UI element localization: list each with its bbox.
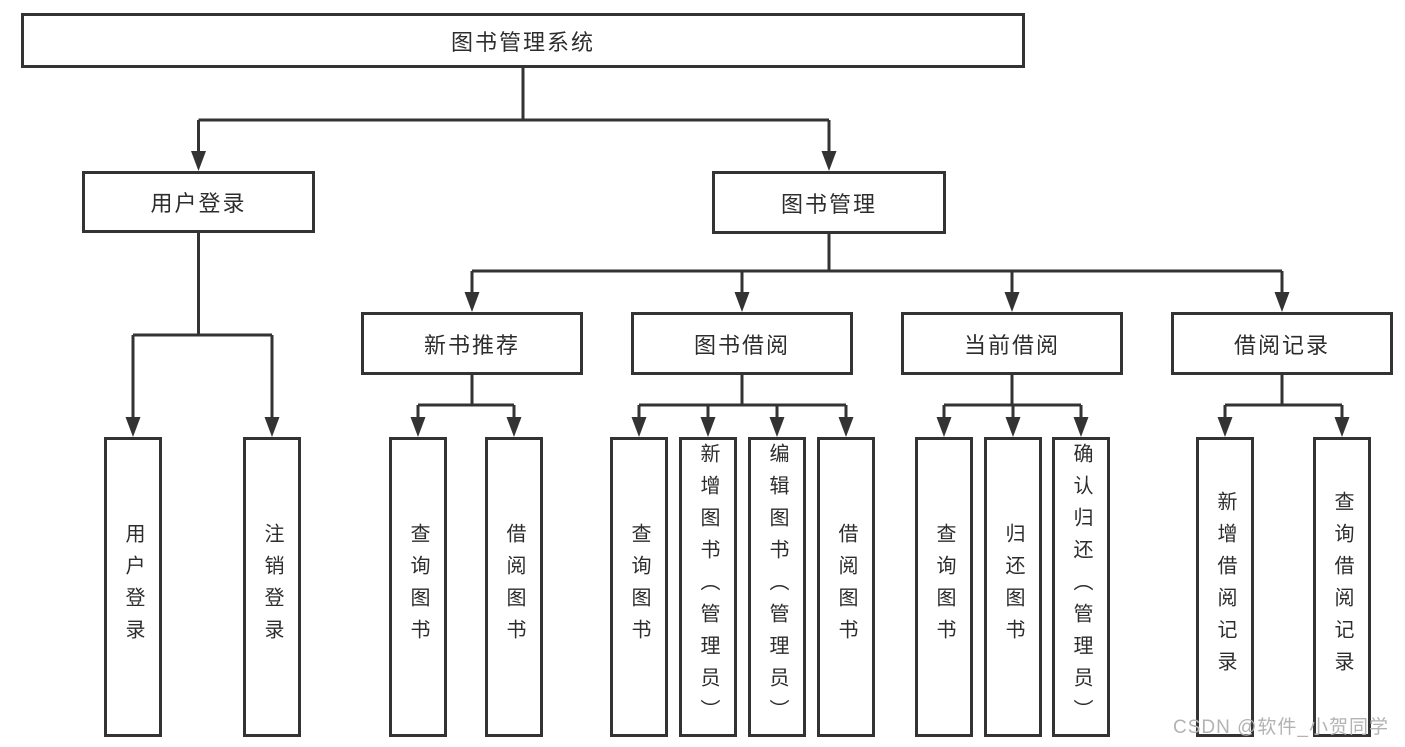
node-br-query-record: 查询借阅记录 bbox=[1313, 437, 1371, 737]
connector-book-borrow-children bbox=[637, 375, 848, 420]
node-nbr-borrow-books: 借阅图书 bbox=[485, 437, 543, 737]
node-root: 图书管理系统 bbox=[21, 13, 1025, 68]
connector-new-book-recommend-children bbox=[416, 375, 516, 420]
connector-book-management-children bbox=[470, 234, 1284, 295]
arrowhead-login bbox=[125, 417, 141, 437]
arrowhead-nbr-borrow bbox=[506, 417, 522, 437]
node-user-login: 用户登录 bbox=[82, 171, 315, 233]
arrowhead-new-book-recommend bbox=[464, 292, 480, 312]
csdn-watermark: CSDN @软件_小贺同学 bbox=[1173, 717, 1389, 738]
node-borrow-records: 借阅记录 bbox=[1171, 312, 1393, 375]
arrowhead-book-management bbox=[821, 151, 837, 171]
connector-current-borrow-children bbox=[942, 375, 1083, 420]
arrowhead-bb-edit bbox=[769, 417, 785, 437]
arrowhead-cb-query bbox=[936, 417, 952, 437]
node-br-add-record: 新增借阅记录 bbox=[1196, 437, 1254, 737]
node-cb-return-books: 归还图书 bbox=[984, 437, 1042, 737]
node-cb-query-books: 查询图书 bbox=[915, 437, 973, 737]
node-bb-borrow-books: 借阅图书 bbox=[817, 437, 875, 737]
connector-root-to-level2 bbox=[197, 68, 831, 154]
connector-user-login-children bbox=[131, 233, 274, 420]
arrowhead-cb-return bbox=[1005, 417, 1021, 437]
arrowhead-br-query bbox=[1334, 417, 1350, 437]
arrowhead-user-login bbox=[191, 151, 206, 171]
arrowhead-br-add bbox=[1217, 417, 1233, 437]
arrowhead-current-borrow bbox=[1004, 292, 1020, 312]
arrowhead-borrow-records bbox=[1274, 292, 1290, 312]
arrowhead-bb-query bbox=[631, 417, 647, 437]
node-cb-confirm-return-admin: 确认归还（管理员） bbox=[1052, 437, 1110, 737]
node-login: 用户登录 bbox=[104, 437, 162, 737]
node-current-borrow: 当前借阅 bbox=[901, 312, 1123, 375]
node-new-book-recommend: 新书推荐 bbox=[361, 312, 583, 375]
arrowhead-bb-add bbox=[700, 417, 716, 437]
arrowhead-cb-confirm bbox=[1073, 417, 1089, 437]
arrowhead-nbr-query bbox=[410, 417, 426, 437]
arrowhead-logout bbox=[264, 417, 280, 437]
arrowhead-book-borrow bbox=[734, 292, 750, 312]
node-bb-query-books: 查询图书 bbox=[610, 437, 668, 737]
node-bb-add-books-admin: 新增图书（管理员） bbox=[679, 437, 737, 737]
arrowhead-bb-borrow bbox=[838, 417, 854, 437]
connector-borrow-records-children bbox=[1223, 375, 1344, 420]
node-nbr-query-books: 查询图书 bbox=[389, 437, 447, 737]
node-bb-edit-books-admin: 编辑图书（管理员） bbox=[748, 437, 806, 737]
node-book-management: 图书管理 bbox=[712, 171, 946, 234]
node-logout: 注销登录 bbox=[243, 437, 301, 737]
node-book-borrow: 图书借阅 bbox=[631, 312, 853, 375]
